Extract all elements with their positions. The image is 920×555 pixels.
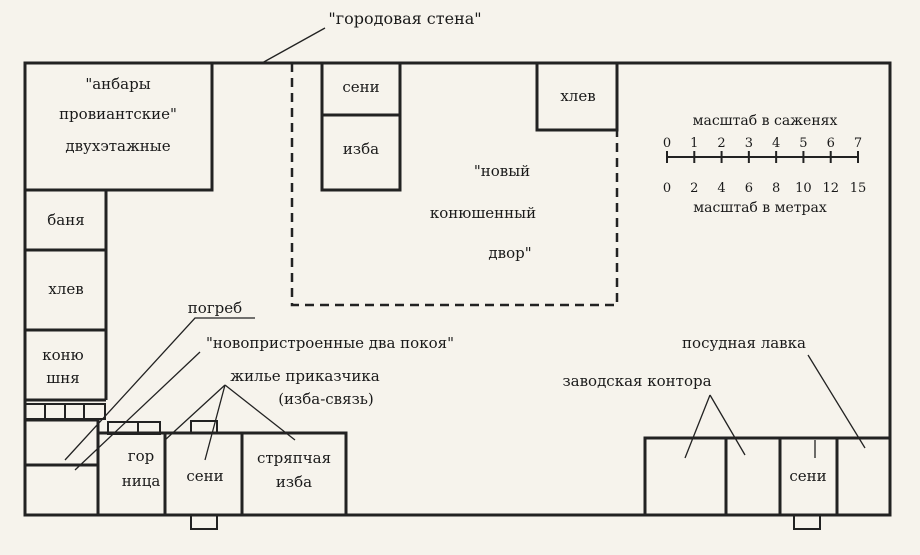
sazhen-tick-label: 6 (827, 136, 835, 151)
label-granary-1: "анбары (85, 75, 150, 93)
sazhen-tick-label: 2 (717, 136, 725, 151)
label-izba: изба (343, 140, 379, 158)
sazhen-tick-label: 4 (772, 136, 780, 151)
porch-left (107, 421, 161, 435)
clerk-house (98, 431, 348, 515)
leader-cellar (64, 317, 255, 461)
label-stable-1: коню (42, 346, 83, 364)
leader-clerk-1 (164, 384, 226, 441)
leader-office-1 (684, 394, 711, 459)
izba-block (320, 61, 402, 192)
label-barn-top: хлев (560, 87, 595, 105)
outer-wall (23, 61, 892, 517)
office-block (643, 436, 890, 515)
label-crockery-shop: посудная лавка (682, 334, 806, 352)
label-cellar: погреб (188, 299, 242, 317)
label-barn-left: хлев (48, 280, 83, 298)
label-new-yard-1: "новый (474, 162, 530, 180)
label-granary-3: двухэтажные (65, 137, 170, 155)
label-new-yard-3: двор" (488, 244, 531, 262)
label-hall: сени (186, 467, 223, 485)
label-upper-room-2: ница (122, 472, 161, 490)
meter-tick-label: 0 (663, 181, 671, 196)
scale-meter-title: масштаб в метрах (693, 200, 827, 216)
label-upper-room-1: гор (128, 447, 155, 465)
sazhen-tick-label: 5 (799, 136, 807, 151)
label-factory-office: заводская контора (562, 372, 711, 390)
meter-tick-label: 8 (772, 181, 780, 196)
barn-top (535, 63, 619, 132)
label-hall-top: сени (342, 78, 379, 96)
meter-tick-label: 6 (745, 181, 753, 196)
leader-office-2 (709, 394, 746, 456)
porch-bottom (190, 514, 218, 530)
label-kitchen-1: стряпчая (257, 449, 331, 467)
sazhen-tick-label: 3 (745, 136, 753, 151)
sazhen-tick-label: 1 (690, 136, 698, 151)
label-clerk-1: жилье приказчика (230, 367, 380, 385)
label-new-yard-2: конюшенный (430, 204, 536, 222)
leader-shop (807, 354, 866, 449)
granary-block (25, 61, 214, 192)
meter-tick-label: 10 (795, 181, 812, 196)
label-bath: баня (47, 211, 84, 229)
label-two-rooms: "новопристроенные два покоя" (206, 334, 454, 352)
label-granary-2: провиантские" (59, 105, 177, 123)
sazhen-tick-label: 0 (663, 136, 671, 151)
leader-two-rooms (74, 351, 201, 471)
label-clerk-2: (изба-связь) (278, 390, 374, 408)
meter-tick-label: 12 (822, 181, 839, 196)
porch-right (793, 514, 821, 530)
meter-tick-label: 4 (717, 181, 725, 196)
porch-mid (190, 420, 218, 434)
leader-clerk-2 (204, 384, 226, 461)
meter-tick-label: 2 (690, 181, 698, 196)
new-yard-outline (290, 63, 619, 307)
sazhen-tick-label: 7 (854, 136, 862, 151)
label-kitchen-2: изба (276, 473, 312, 491)
scale-sazhen-title: масштаб в саженях (693, 113, 838, 129)
leader-clerk-3 (224, 384, 296, 441)
two-rooms (25, 418, 100, 515)
leader-city-wall (261, 27, 326, 64)
label-hall-right: сени (789, 467, 826, 485)
label-stable-2: шня (46, 369, 79, 387)
meter-tick-label: 15 (850, 181, 867, 196)
label-city-wall: "городовая стена" (328, 9, 481, 28)
